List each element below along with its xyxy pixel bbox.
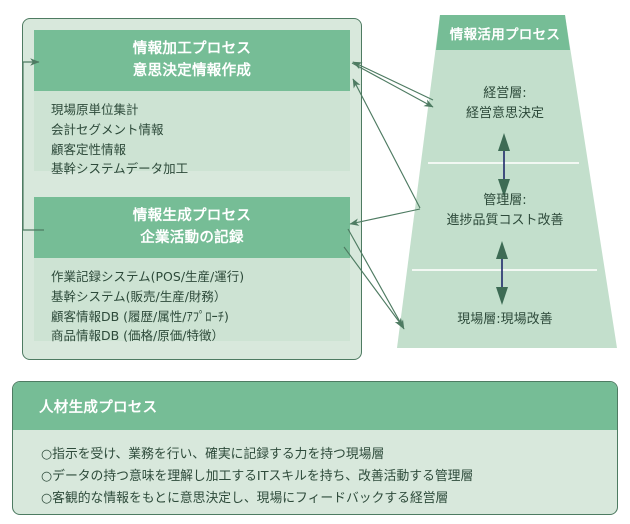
list-item: ○データの持つ意味を理解し加工するITスキルを持ち、改善活動する管理層 xyxy=(41,469,474,484)
human-resource-process-items: ○指示を受け、業務を行い、確実に記録する力を持つ現場層 ○データの持つ意味を理解… xyxy=(13,430,617,510)
layer-exchange-arrow-upper xyxy=(498,133,510,197)
information-processing-title-line2: 意思決定情報作成 xyxy=(132,63,252,80)
information-generation-header: 情報生成プロセス 企業活動の記録 xyxy=(34,197,350,259)
information-generation-title-line2: 企業活動の記録 xyxy=(140,230,244,247)
human-resource-process-panel: 人材生成プロセス ○指示を受け、業務を行い、確実に記録する力を持つ現場層 ○デー… xyxy=(12,381,618,515)
information-generation-box: 情報生成プロセス 企業活動の記録 作業記録システム(POS/生産/運行) 基幹シ… xyxy=(34,197,350,348)
information-utilization-panel: 情報活用プロセス 経営層: 経営意思決定 管理層: 進捗品質コスト改善 現場層:… xyxy=(380,5,630,360)
list-item: 作業記録システム(POS/生産/運行) xyxy=(51,269,245,285)
information-processing-box: 情報加工プロセス 意思決定情報作成 現場原単位集計 会計セグメント情報 顧客定性… xyxy=(34,30,350,178)
list-item: ○客観的な情報をもとに意思決定し、現場にフィードバックする経営層 xyxy=(41,491,449,506)
frontline-layer-label: 現場層:現場改善 xyxy=(380,310,630,330)
management-layer-line1: 管理層: xyxy=(483,193,527,208)
trapezoid-shape xyxy=(397,15,617,348)
information-processing-title-line1: 情報加工プロセス xyxy=(132,41,252,57)
executive-layer-line2: 経営意思決定 xyxy=(465,105,544,121)
information-generation-items: 作業記録システム(POS/生産/運行) 基幹システム(販売/生産/財務） 顧客情… xyxy=(34,258,350,343)
information-generation-title-line1: 情報生成プロセス xyxy=(132,208,252,224)
list-item: ○指示を受け、業務を行い、確実に記録する力を持つ現場層 xyxy=(41,447,385,462)
list-item: 基幹システム(販売/生産/財務） xyxy=(51,288,227,304)
list-item: 顧客定性情報 xyxy=(51,141,127,157)
information-processing-items: 現場原単位集計 会計セグメント情報 顧客定性情報 基幹システムデータ加工 xyxy=(34,91,350,176)
frontline-layer-line1: 現場層:現場改善 xyxy=(457,312,553,327)
trapezoid-header-band xyxy=(436,15,570,50)
list-item: 商品情報DB (価格/原価/特徴） xyxy=(51,328,224,344)
management-layer-label: 管理層: 進捗品質コスト改善 xyxy=(380,191,630,230)
list-item: 基幹システムデータ加工 xyxy=(51,161,189,177)
list-item: 会計セグメント情報 xyxy=(51,121,164,137)
executive-layer-line1: 経営層: xyxy=(483,86,527,101)
management-layer-line2: 進捗品質コスト改善 xyxy=(446,212,564,228)
list-item: 現場原単位集計 xyxy=(51,102,139,118)
executive-layer-label: 経営層: 経営意思決定 xyxy=(380,84,630,123)
human-resource-process-header: 人材生成プロセス xyxy=(13,382,617,430)
information-processing-header: 情報加工プロセス 意思決定情報作成 xyxy=(34,30,350,92)
list-item: 顧客情報DB (履歴/属性/ｱﾌﾟﾛｰﾁ) xyxy=(51,308,229,324)
information-utilization-header: 情報活用プロセス xyxy=(449,27,561,43)
layer-exchange-arrow-lower xyxy=(496,241,508,305)
information-process-panel: 情報加工プロセス 意思決定情報作成 現場原単位集計 会計セグメント情報 顧客定性… xyxy=(22,18,362,360)
